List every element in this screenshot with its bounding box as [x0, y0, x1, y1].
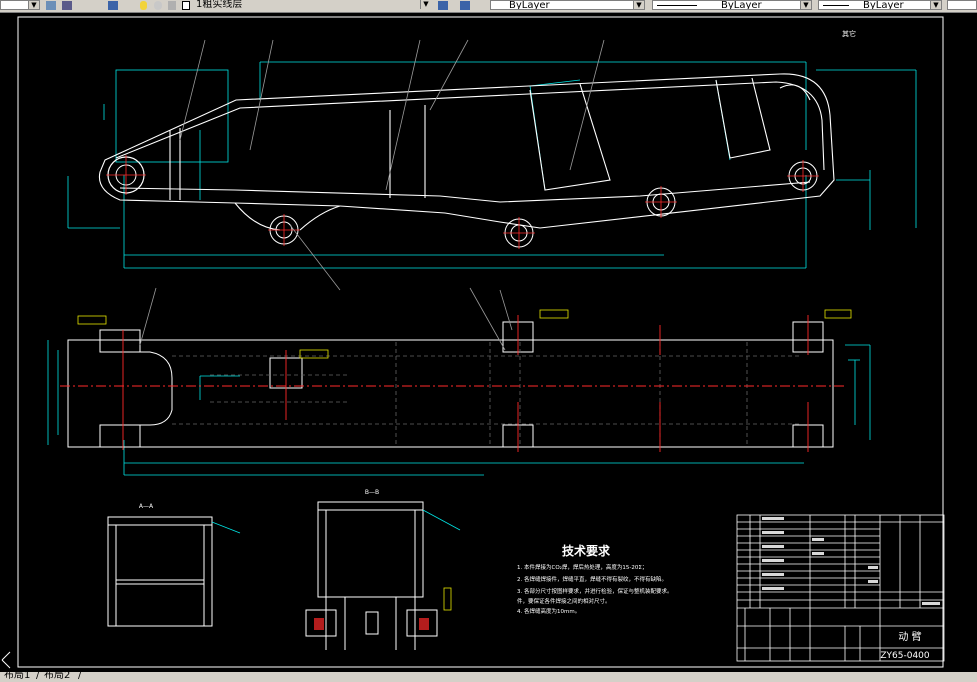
- color-value: ByLayer: [509, 0, 550, 10]
- lineweight-sample: [823, 4, 849, 6]
- tech-requirements: 技术要求 1. 本件焊接为CO₂焊，焊后热处理，高度为15-20Σ； 2. 各焊…: [517, 543, 673, 615]
- elevation-dimensions: [67, 61, 917, 269]
- tech-note-3: 3. 各部分尺寸按图样要求，并进行检验，保证与整机装配要求。: [517, 587, 673, 595]
- part-name: 动 臂: [898, 630, 921, 643]
- plan-centerlines: [60, 315, 845, 452]
- lock-icon[interactable]: [168, 1, 176, 10]
- plan-dimensions: [47, 340, 871, 476]
- freeze-sun-icon[interactable]: [154, 1, 162, 10]
- section-b-b: B—B: [305, 489, 461, 650]
- lineweight-dropdown-icon[interactable]: ▼: [930, 1, 941, 9]
- linetype-value: ByLayer: [721, 0, 762, 10]
- plan-hidden-lines: [172, 342, 800, 445]
- make-current-icon[interactable]: [438, 1, 448, 10]
- layer-combo[interactable]: 1粗实线层: [180, 0, 430, 10]
- color-combo[interactable]: ByLayer ▼: [490, 0, 645, 10]
- tab-layout2[interactable]: 布局2: [44, 670, 71, 681]
- section-a-label: A—A: [139, 503, 154, 510]
- drawing-number: ZY65-0400: [880, 651, 930, 661]
- title-block-cells: [762, 517, 940, 605]
- lineweight-value: ByLayer: [863, 0, 904, 10]
- color-dropdown-icon[interactable]: ▼: [633, 1, 644, 9]
- linetype-dropdown-icon[interactable]: ▼: [800, 1, 811, 9]
- layer-manager-icon[interactable]: [46, 1, 56, 10]
- save-layer-icon[interactable]: [62, 1, 72, 10]
- layer-previous-icon[interactable]: [460, 1, 470, 10]
- layout-tabs: 布局1 / 布局2 /: [0, 670, 977, 682]
- title-block: 动 臂 ZY65-0400: [736, 514, 945, 662]
- tech-note-4: 件，要保证各件焊接之间的相对尺寸。: [517, 597, 611, 605]
- elevation-pins: [106, 155, 819, 249]
- tab-layout1[interactable]: 布局1: [4, 670, 31, 681]
- elevation-leaders: [179, 39, 605, 291]
- plan-leaders: [139, 287, 513, 351]
- drawing-border: [17, 16, 944, 668]
- tech-title: 技术要求: [562, 543, 611, 558]
- boom-outline: [98, 73, 835, 231]
- lightbulb-icon[interactable]: [140, 1, 147, 10]
- tech-note-2: 2. 各焊缝焊接件，焊缝平直，焊缝不得有裂纹，不得有缺陷。: [517, 575, 667, 583]
- layer-name: 1粗实线层: [196, 0, 243, 10]
- tab-separator: /: [36, 670, 40, 681]
- tab-separator-end: /: [78, 670, 82, 681]
- plan-callouts: [77, 309, 852, 359]
- tech-note-1: 1. 本件焊接为CO₂焊，焊后热处理，高度为15-20Σ；: [517, 563, 647, 571]
- drawing-canvas[interactable]: 其它: [0, 12, 977, 676]
- layer-stack-icon[interactable]: [108, 1, 118, 10]
- layer-color-icon: [182, 1, 190, 10]
- plan-view: [47, 287, 871, 476]
- plot-style-combo[interactable]: [947, 0, 977, 10]
- layer-dropdown-icon[interactable]: ▼: [420, 0, 431, 9]
- section-a-a: A—A: [107, 503, 241, 627]
- corner-note: 其它: [842, 29, 856, 38]
- section-b-label: B—B: [365, 489, 379, 496]
- layer-state-combo[interactable]: ▼: [0, 0, 40, 10]
- linetype-sample: [657, 4, 697, 6]
- ucs-icon: [1, 651, 11, 669]
- plan-outline: [67, 321, 834, 448]
- properties-toolbar: ▼ 1粗实线层 ▼ ByLayer ▼ ByLayer ▼ ByLayer ▼: [0, 0, 977, 13]
- dropdown-arrow-icon[interactable]: ▼: [28, 1, 39, 9]
- tech-note-5: 4. 各焊缝高度为10mm。: [517, 607, 580, 615]
- lineweight-combo[interactable]: ByLayer ▼: [818, 0, 942, 10]
- elevation-view: [67, 39, 917, 291]
- linetype-combo[interactable]: ByLayer ▼: [652, 0, 812, 10]
